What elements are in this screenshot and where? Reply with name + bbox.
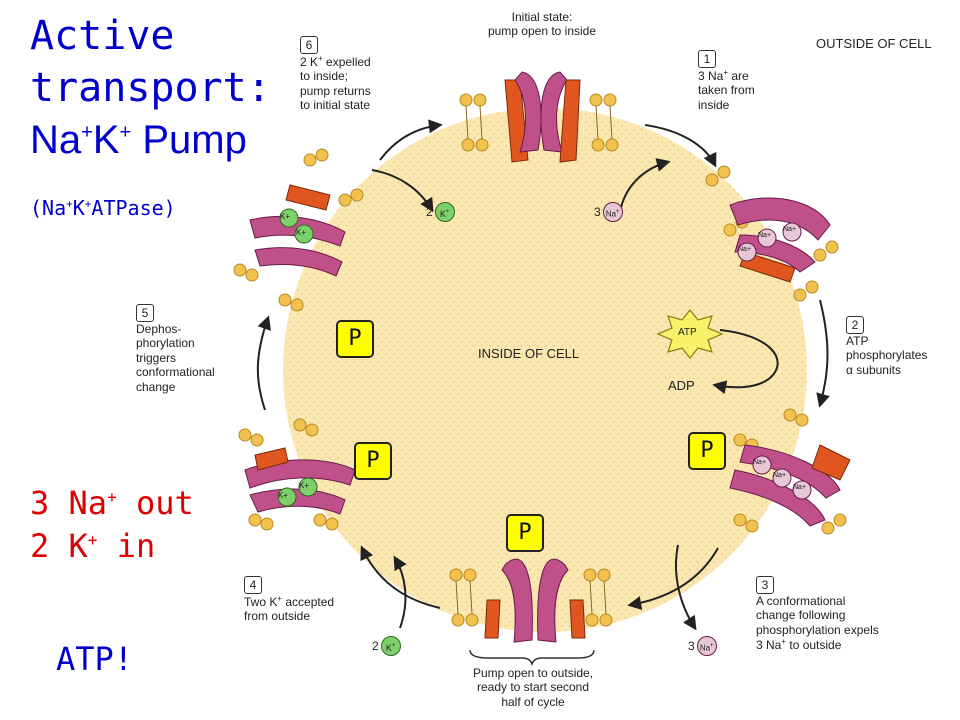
title-line-3: Na+K+ Pump	[30, 118, 247, 162]
bottom-state-label: Pump open to outside, ready to start sec…	[472, 666, 594, 709]
pump-na-ion-label: Na+	[793, 484, 807, 491]
pump-top-right	[705, 165, 839, 302]
phosphate-badge: P	[354, 442, 392, 480]
step-4-number: 4	[244, 576, 262, 594]
atp-to-adp-arrow	[712, 329, 779, 395]
na-taken-arrow	[619, 158, 671, 213]
cycle-arrow-left	[256, 315, 271, 411]
k-expelled-arrow	[371, 169, 434, 213]
cycle-arrow-right	[816, 299, 830, 408]
phosphate-badge: P	[336, 320, 374, 358]
pump-na-ion-label: Na+	[738, 246, 752, 253]
pump-na-ion-label: Na+	[753, 459, 767, 466]
subtitle: (Na+K+ATPase)	[30, 196, 176, 220]
step-5-number: 5	[136, 304, 154, 322]
pump-na-ion-label: Na+	[758, 232, 772, 239]
pump-top-left	[233, 148, 364, 312]
pump-bottom	[449, 558, 613, 643]
na-ion: Na+	[696, 636, 717, 656]
step-6-number: 6	[300, 36, 318, 54]
step-3-number: 3	[756, 576, 774, 594]
pump-na-ion-label: Na+	[783, 226, 797, 233]
bottom-bracket	[469, 649, 595, 667]
pump-left	[238, 418, 356, 531]
initial-state-label: Initial state: pump open to inside	[487, 10, 597, 39]
pump-k-ion-label: K+	[296, 228, 307, 237]
cycle-arrow-top-left	[379, 119, 443, 161]
step-3-label: 3 A conformational change following phos…	[756, 576, 879, 653]
atp-burst-label: ATP	[678, 327, 697, 338]
pump-na-ion-label: Na+	[773, 472, 787, 479]
k-accepted-arrow	[393, 555, 407, 629]
step-1-number: 1	[698, 50, 716, 68]
stoich-k: 2 K+ in	[30, 527, 156, 566]
atp-burst	[656, 309, 724, 359]
step-2-number: 2	[846, 316, 864, 334]
outside-label: OUTSIDE OF CELL	[816, 36, 932, 51]
inside-label: INSIDE OF CELL	[478, 346, 580, 361]
pump-k-ion-label: K+	[280, 212, 291, 221]
title-line-2: transport:	[30, 65, 271, 111]
k-expelled-ions: 2 K+	[426, 202, 455, 222]
pump-top	[459, 71, 619, 163]
na-taken-ions: 3 Na+	[594, 202, 623, 222]
pump-k-ion-label: K+	[299, 481, 310, 490]
cycle-arrow-bottom-left	[360, 545, 441, 609]
pump-right	[729, 408, 851, 535]
step-4-label: 4 Two K+ accepted from outside	[244, 576, 335, 624]
step-1-label: 1 3 Na+ are taken from inside	[698, 50, 755, 112]
step-2-label: 2 ATP phosphorylates α subunits	[846, 316, 928, 377]
phosphate-badge: P	[688, 432, 726, 470]
cycle-arrow-bottom-right	[627, 547, 719, 610]
na-expelled-ions: 3 Na+	[688, 636, 717, 656]
na-ion: Na+	[602, 202, 623, 222]
step-5-label: 5 Dephos- phorylation triggers conformat…	[136, 304, 215, 394]
stoichiometry: 3 Na+ out 2 K+ in	[30, 482, 194, 568]
phosphate-badge: P	[506, 514, 544, 552]
adp-label: ADP	[668, 378, 695, 393]
title-line-1: Active	[30, 13, 175, 59]
slide-title: Active transport: Na+K+ Pump	[30, 10, 271, 166]
cell-interior-texture	[283, 108, 807, 632]
stoich-na: 3 Na+ out	[30, 484, 194, 522]
na-expelled-arrow	[675, 544, 697, 631]
step-6-label: 6 2 K+ expelled to inside; pump returns …	[300, 36, 371, 113]
atp-note: ATP!	[56, 640, 134, 678]
pump-k-ion-label: K+	[278, 491, 289, 500]
k-ion: K+	[434, 202, 455, 222]
cycle-arrow-top-right	[644, 124, 717, 168]
k-accepted-ions: 2 K+	[372, 636, 401, 656]
k-ion: K+	[380, 636, 401, 656]
